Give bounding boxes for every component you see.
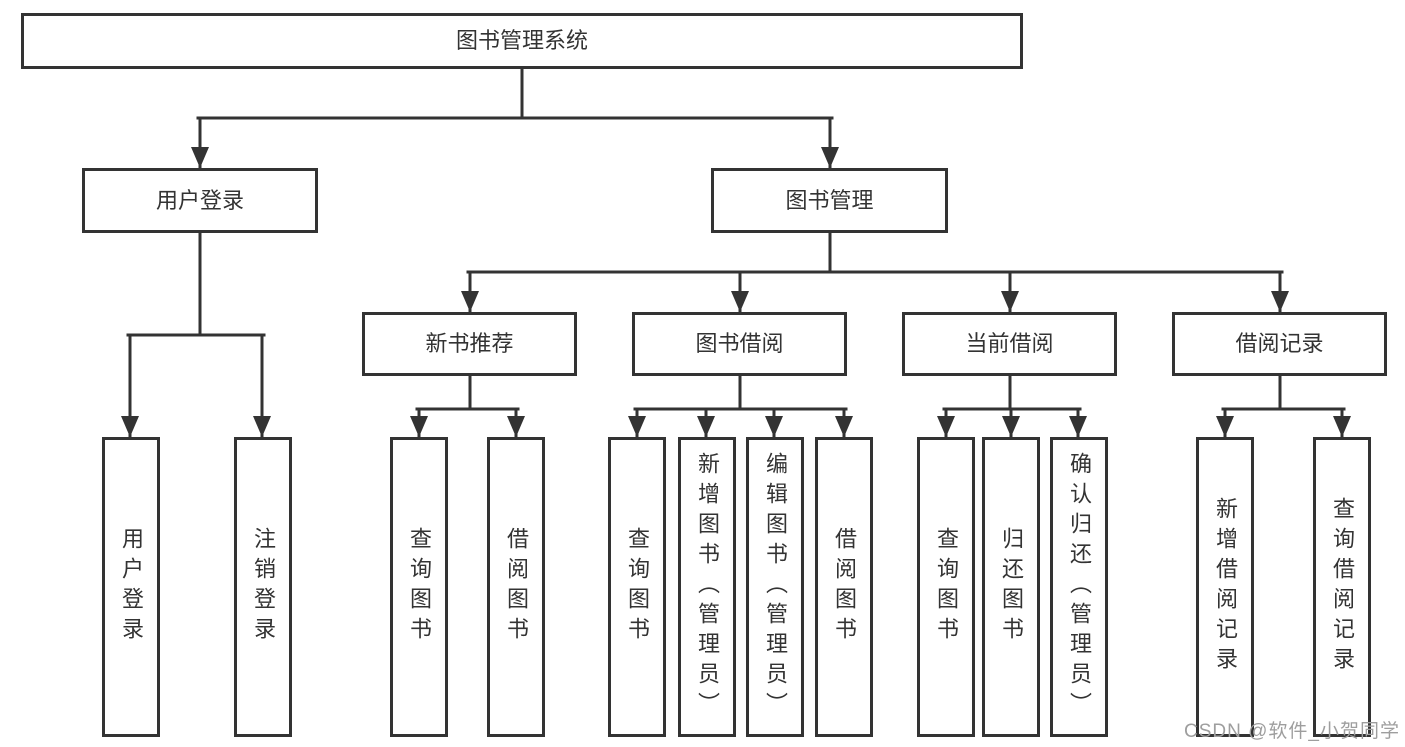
node-leaf-search-books-borrowing: 查询图书 [608,437,666,737]
node-leaf-borrow-books-recommend: 借阅图书 [487,437,545,737]
node-leaf-search-books-recommend: 查询图书 [390,437,448,737]
node-leaf-return-books: 归还图书 [982,437,1040,737]
node-new-book-recommendation: 新书推荐 [362,312,577,376]
node-leaf-borrow-books: 借阅图书 [815,437,873,737]
node-leaf-edit-books-admin: 编辑图书（管理员） [746,437,804,737]
node-borrowing-records: 借阅记录 [1172,312,1387,376]
node-leaf-add-borrow-record: 新增借阅记录 [1196,437,1254,737]
node-book-borrowing: 图书借阅 [632,312,847,376]
node-leaf-confirm-return-admin: 确认归还（管理员） [1050,437,1108,737]
node-leaf-user-login: 用户登录 [102,437,160,737]
csdn-watermark: CSDN @软件_小贺同学 [1184,721,1400,742]
node-root: 图书管理系统 [21,13,1023,69]
node-book-management-branch: 图书管理 [711,168,948,233]
node-user-login-branch: 用户登录 [82,168,318,233]
node-leaf-search-borrow-record: 查询借阅记录 [1313,437,1371,737]
node-leaf-add-books-admin: 新增图书（管理员） [678,437,736,737]
node-current-borrowing: 当前借阅 [902,312,1117,376]
node-leaf-search-books-current: 查询图书 [917,437,975,737]
node-leaf-logout: 注销登录 [234,437,292,737]
